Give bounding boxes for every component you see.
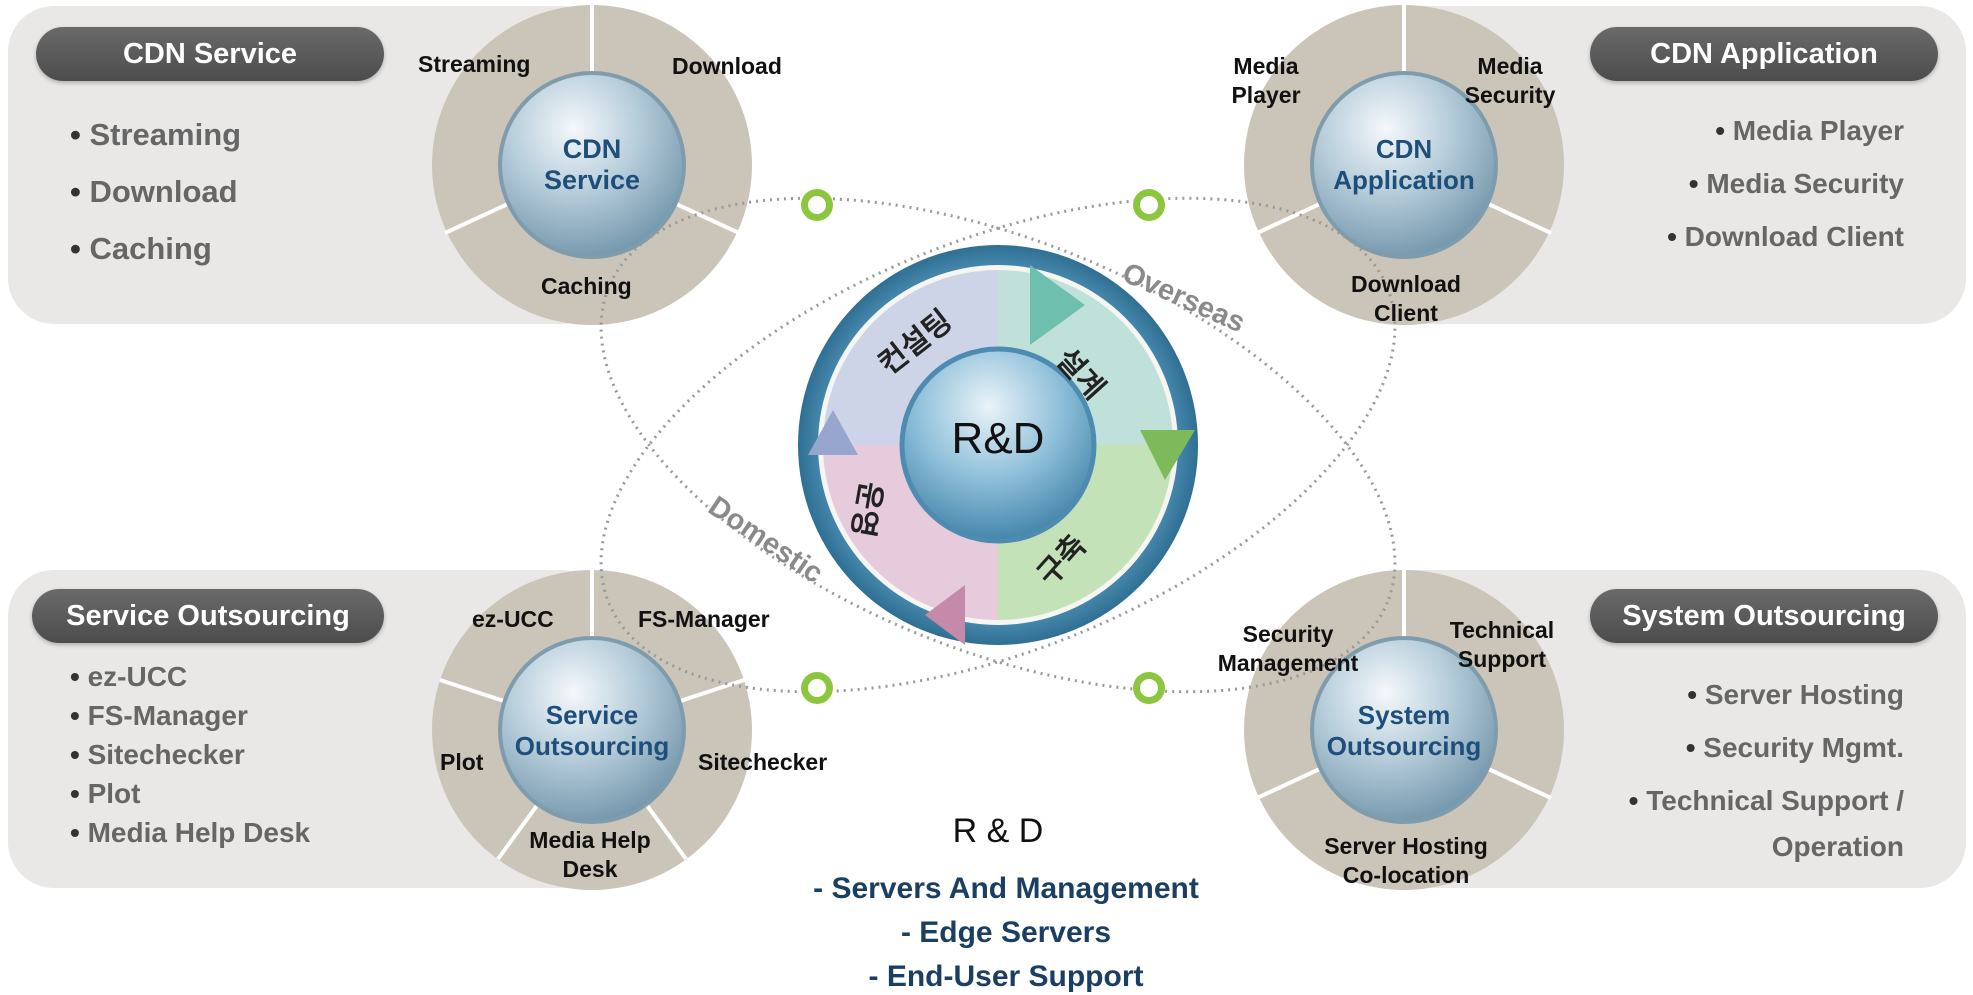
service-outsourcing-list: ez-UCC FS-Manager Sitechecker Plot Media… — [70, 657, 311, 852]
orbit-node-top-left — [801, 189, 833, 221]
system-outsourcing-list: Server Hosting Security Mgmt. Technical … — [1629, 668, 1904, 867]
cdn-application-list: Media Player Media Security Download Cli… — [1667, 104, 1904, 263]
segment-label-sitechecker: Sitechecker — [698, 749, 828, 775]
wheel-system-outsourcing — [1244, 570, 1564, 890]
list-item: Media Security — [1667, 157, 1904, 210]
segment-label-media-player: Media Player — [1231, 53, 1301, 108]
segment-label-ez-ucc: ez-UCC — [472, 606, 554, 632]
list-item: Download — [70, 163, 241, 220]
segment-label-technical-support: Technical Support Operation — [1448, 617, 1557, 676]
rd-block-line: - Servers And Management — [813, 872, 1199, 905]
cycle-label-operation: 운영 — [845, 479, 888, 540]
rd-cycle — [798, 245, 1198, 645]
list-item: Plot — [70, 774, 310, 813]
segment-label-download: Download — [672, 53, 782, 79]
orbit-node-bottom-right — [1133, 672, 1165, 704]
list-item: Media Player — [1667, 104, 1904, 157]
list-item: Media Help Desk — [70, 813, 311, 852]
cdn-service-title: CDN Service — [36, 27, 384, 81]
cdn-application-title: CDN Application — [1590, 27, 1938, 81]
orbit-domestic — [599, 196, 1397, 694]
hub-system-outsourcing: System Outsourcing — [1326, 700, 1482, 761]
wheel-cdn-application — [1244, 5, 1564, 325]
segment-label-fs-manager: FS-Manager — [638, 606, 770, 632]
wheel-cdn-service — [432, 5, 752, 325]
hub-service-outsourcing: Service Outsourcing — [514, 700, 670, 761]
segment-label-streaming: Streaming — [418, 51, 531, 77]
orbit-overseas — [599, 196, 1397, 694]
list-item: Sitechecker — [70, 735, 310, 774]
segment-label-media-help-desk: Media Help Desk — [529, 827, 651, 882]
list-item: Technical Support / — [1629, 774, 1904, 827]
rd-block-line: - End-User Support — [868, 960, 1144, 993]
system-outsourcing-title: System Outsourcing — [1590, 589, 1938, 643]
hub-cdn-application: CDN Application — [1333, 134, 1475, 195]
segment-label-download-client: Download Client — [1351, 271, 1461, 326]
cdn-service-list: Streaming Download Caching — [70, 106, 241, 277]
list-item: Download Client — [1667, 210, 1904, 263]
list-item: ez-UCC — [70, 657, 310, 696]
list-item: Operation — [1771, 831, 1904, 862]
list-item: FS-Manager — [70, 696, 310, 735]
rd-hub-label: R&D — [951, 414, 1045, 463]
segment-label-plot: Plot — [440, 749, 484, 775]
segment-label-server-hosting: Server Hosting Co-location — [1324, 833, 1488, 888]
list-item: Streaming — [70, 106, 241, 163]
segment-label-caching: Caching — [541, 273, 632, 299]
hub-cdn-service: CDN Service — [543, 134, 641, 195]
list-item: Caching — [70, 220, 241, 277]
rd-block-title: R & D — [952, 812, 1044, 850]
service-outsourcing-title: Service Outsourcing — [32, 589, 384, 643]
orbit-node-bottom-left — [801, 672, 833, 704]
list-item: Security Mgmt. — [1629, 721, 1904, 774]
wheel-service-outsourcing — [432, 570, 752, 890]
orbit-node-top-right — [1133, 189, 1165, 221]
segment-label-media-security: Media Security — [1464, 53, 1556, 108]
segment-label-security-management: Security Management — [1217, 621, 1359, 676]
rd-block-line: - Edge Servers — [900, 916, 1112, 949]
list-item: Server Hosting — [1629, 668, 1904, 721]
